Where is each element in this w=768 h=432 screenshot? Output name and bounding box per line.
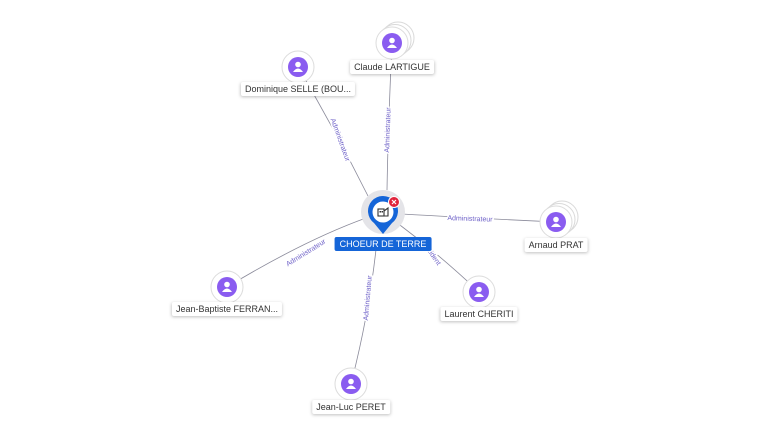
person-icon	[293, 61, 303, 72]
edge-jbf[interactable]: Administrateur	[226, 217, 367, 288]
person-icon	[222, 281, 232, 292]
edge-label: Administrateur	[384, 107, 393, 153]
person-node-jlp[interactable]	[334, 367, 368, 401]
edge-label: Administrateur	[329, 118, 351, 163]
edge-arnaud[interactable]: Administrateur	[401, 214, 557, 225]
nodes-layer	[210, 21, 579, 401]
center-node-label[interactable]: CHOEUR DE TERRE	[334, 237, 432, 251]
edge-label: Administrateur	[285, 238, 328, 268]
close-icon[interactable]	[388, 196, 400, 208]
person-icon	[474, 286, 484, 297]
person-node-dominique[interactable]	[281, 50, 315, 84]
company-icon	[377, 206, 389, 217]
person-icon	[387, 37, 397, 48]
person-node-claude[interactable]	[375, 21, 415, 60]
edge-label: Administrateur	[447, 215, 493, 224]
person-node-arnaud[interactable]	[539, 200, 579, 239]
person-label-dominique[interactable]: Dominique SELLE (BOU...	[240, 82, 356, 96]
center-node[interactable]	[361, 190, 405, 234]
person-label-claude[interactable]: Claude LARTIGUE	[350, 60, 434, 74]
person-label-jbf[interactable]: Jean-Baptiste FERRAN...	[171, 302, 283, 316]
person-label-jlp[interactable]: Jean-Luc PERET	[312, 400, 390, 414]
person-icon	[346, 378, 356, 389]
person-label-arnaud[interactable]: Arnaud PRAT	[524, 238, 588, 252]
person-label-laurent[interactable]: Laurent CHERITI	[440, 307, 518, 321]
person-node-laurent[interactable]	[462, 275, 496, 309]
edge-jlp[interactable]: Administrateur	[350, 239, 378, 385]
person-node-jbf[interactable]	[210, 270, 244, 304]
person-icon	[551, 216, 561, 227]
edge-label: Administrateur	[363, 275, 374, 321]
